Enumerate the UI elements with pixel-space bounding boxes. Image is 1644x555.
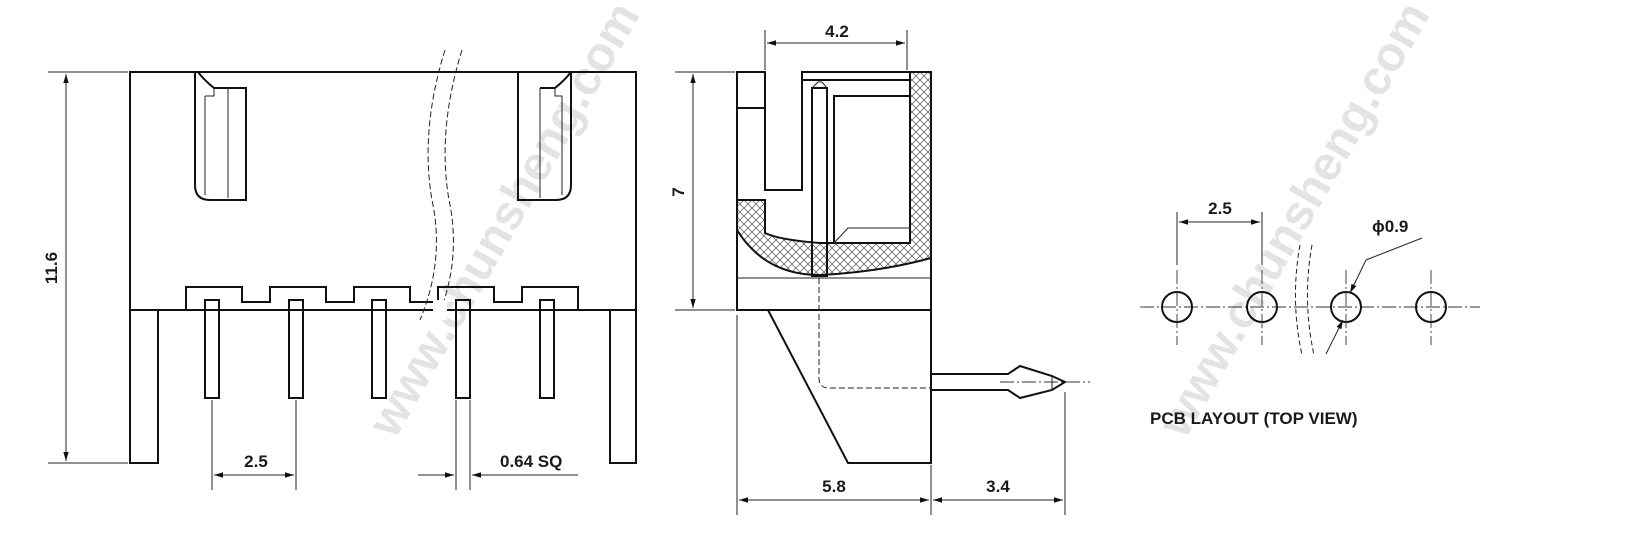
side-housing-outline <box>736 71 766 109</box>
side-pin-tip <box>811 81 828 89</box>
front-pin-4 <box>455 299 471 399</box>
pcb-break-2 <box>1306 244 1315 356</box>
pitch-dimension-label: 2.5 <box>244 452 268 471</box>
side-view: 4.2 7 5.8 3.4 <box>669 22 1090 515</box>
side-height-dimension-label: 7 <box>669 187 688 196</box>
side-contact-pin <box>811 87 828 277</box>
pin-ext-dimension-label: 3.4 <box>986 477 1010 496</box>
pcb-break-1 <box>1294 244 1303 356</box>
hole-leader-upper <box>1349 259 1367 294</box>
pcb-pitch-dimension-label: 2.5 <box>1208 199 1232 218</box>
front-pins <box>204 299 555 399</box>
pin-dimension-label: 0.64 SQ <box>500 452 562 471</box>
pcb-layout: 2.5 ϕ0.9 PCB LAYOUT (TOP VIEW) <box>1140 199 1480 428</box>
break-line-2 <box>436 49 463 321</box>
side-hatched-section <box>736 71 932 277</box>
front-pin-3 <box>371 299 387 399</box>
hole-leader-tail <box>1365 237 1423 261</box>
front-view: 11.6 2.5 0.64 SQ <box>42 49 637 490</box>
height-dimension-label: 11.6 <box>42 252 61 284</box>
hole-dimension-label: ϕ0.9 <box>1372 217 1408 236</box>
front-pin-1 <box>204 299 220 399</box>
watermark-text: www.chunsheng.com <box>358 0 650 446</box>
front-pin-2 <box>288 299 304 399</box>
left-latch-detail <box>204 88 229 198</box>
hole-leader-lower <box>1325 319 1344 355</box>
right-latch-detail <box>539 88 563 198</box>
side-latch-slot <box>763 80 803 191</box>
left-latch-slot <box>194 71 247 201</box>
pin-shoulder-strip <box>185 286 579 310</box>
side-cavity <box>833 95 911 244</box>
top-dimension-label: 4.2 <box>825 22 849 41</box>
break-line-1 <box>419 49 446 321</box>
side-horizontal-pin <box>931 364 1068 400</box>
pcb-layout-caption: PCB LAYOUT (TOP VIEW) <box>1150 409 1358 428</box>
base-dimension-label: 5.8 <box>822 477 846 496</box>
front-pin-5 <box>539 299 555 399</box>
right-latch-slot <box>517 71 572 201</box>
side-pin-hidden-path <box>818 278 931 389</box>
side-cavity-floor <box>833 227 910 244</box>
